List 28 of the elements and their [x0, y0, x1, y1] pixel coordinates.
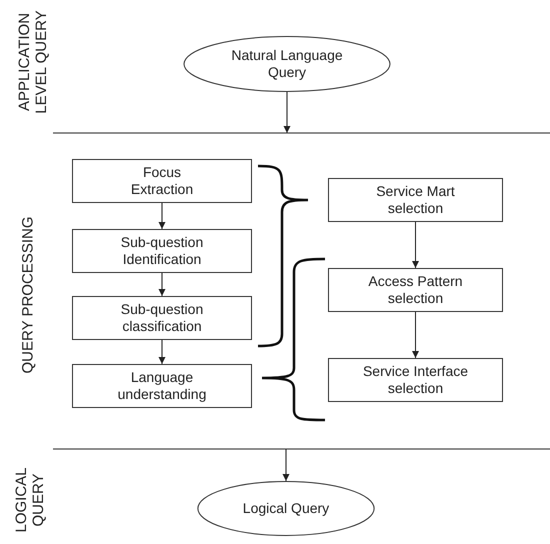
- node-label: Sub-question Identification: [120, 234, 204, 268]
- section-label: LOGICAL QUERY: [13, 466, 47, 535]
- node-label: Natural Language Query: [230, 47, 344, 81]
- arrow: [412, 312, 419, 358]
- process-box: [72, 364, 252, 408]
- ellipse-node: [183, 36, 391, 92]
- arrow: [158, 272, 166, 296]
- arrow: [284, 92, 290, 134]
- node-label: Language understanding: [116, 369, 208, 403]
- arrow: [158, 340, 166, 364]
- arrow: [158, 202, 166, 230]
- node-label: Logical Query: [242, 500, 330, 517]
- node-label: Focus Extraction: [130, 164, 194, 198]
- ellipse-node: [197, 481, 375, 536]
- section-label: QUERY PROCESSING: [20, 216, 36, 376]
- node-label: Access Pattern selection: [367, 273, 464, 307]
- process-box: [72, 296, 252, 340]
- node-label: Service Mart selection: [375, 183, 456, 217]
- arrow: [412, 222, 419, 268]
- node-label: Service Interface selection: [362, 363, 470, 397]
- process-box: [72, 229, 252, 273]
- section-label: APPLICATION LEVEL QUERY: [16, 9, 50, 116]
- node-label: Sub-question classification: [120, 301, 204, 335]
- process-box: [72, 159, 252, 203]
- process-box: [328, 358, 503, 402]
- process-box: [328, 178, 503, 222]
- arrow: [282, 448, 290, 482]
- process-box: [328, 268, 503, 312]
